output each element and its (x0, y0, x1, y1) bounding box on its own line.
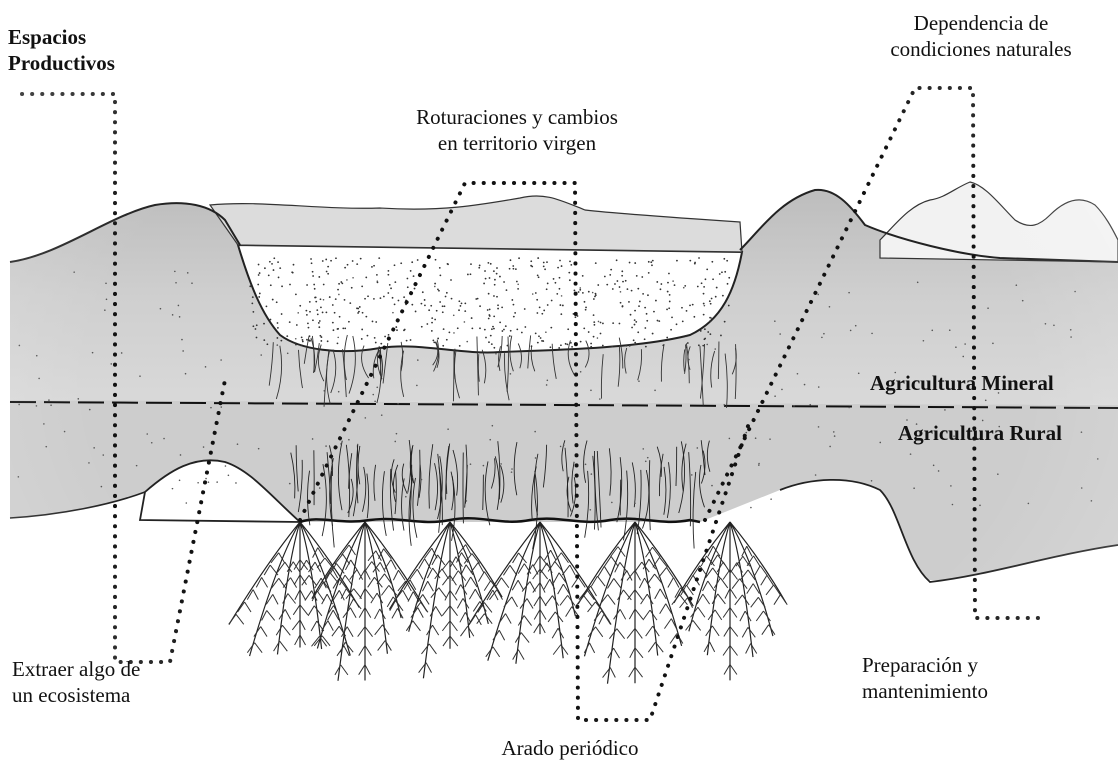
label-preparacion-line1: Preparación y (862, 652, 988, 678)
label-preparacion: Preparación y mantenimiento (862, 652, 988, 704)
label-espacios-productivos: Espacios Productivos (8, 24, 115, 76)
label-agricultura-mineral: Agricultura Mineral (870, 370, 1054, 396)
label-espacios-line1: Espacios (8, 24, 115, 50)
label-dependencia: Dependencia de condiciones naturales (856, 10, 1106, 62)
label-extraer: Extraer algo de un ecosistema (12, 656, 140, 708)
label-roturaciones: Roturaciones y cambios en territorio vir… (392, 104, 642, 156)
label-preparacion-line2: mantenimiento (862, 678, 988, 704)
label-dependencia-line2: condiciones naturales (856, 36, 1106, 62)
label-arado: Arado periódico (470, 735, 670, 761)
label-extraer-line1: Extraer algo de (12, 656, 140, 682)
label-roturaciones-line2: en territorio virgen (392, 130, 642, 156)
label-extraer-line2: un ecosistema (12, 682, 140, 708)
label-espacios-line2: Productivos (8, 50, 115, 76)
label-roturaciones-line1: Roturaciones y cambios (392, 104, 642, 130)
label-agricultura-rural: Agricultura Rural (898, 420, 1062, 446)
label-dependencia-line1: Dependencia de (856, 10, 1106, 36)
